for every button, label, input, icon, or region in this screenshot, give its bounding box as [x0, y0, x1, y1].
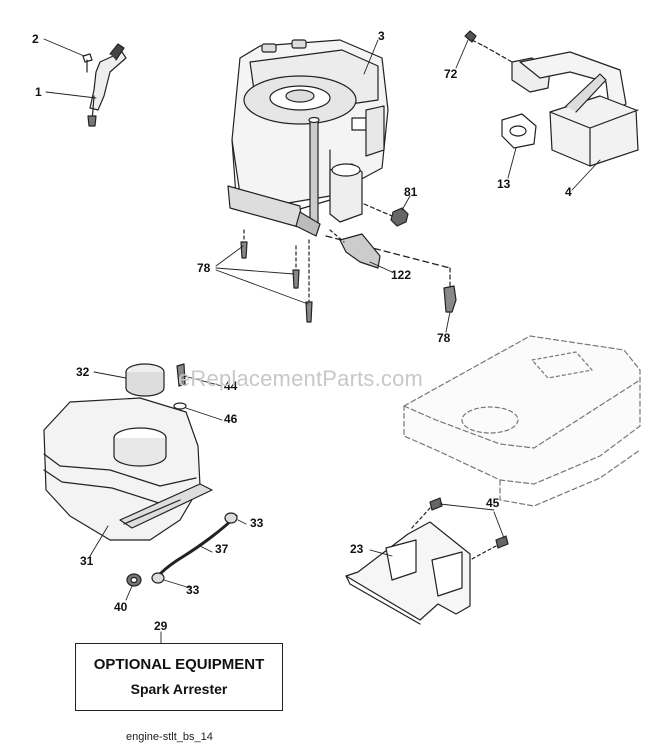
frame [403, 335, 641, 507]
callout-78-right: 78 [437, 331, 451, 345]
optional-equipment-item: Spark Arrester [130, 681, 228, 697]
callout-44: 44 [224, 379, 238, 393]
callout-4: 4 [565, 185, 572, 199]
watermark: eReplacementParts.com [178, 366, 424, 391]
callout-122: 122 [391, 268, 412, 282]
callout-46: 46 [224, 412, 238, 426]
callout-45: 45 [486, 496, 500, 510]
callout-33-bottom: 33 [186, 583, 200, 597]
fuel-tank [43, 363, 213, 541]
callout-1: 1 [35, 85, 42, 99]
leader-lines [43, 38, 601, 644]
callout-37: 37 [215, 542, 229, 556]
fuel-line [126, 512, 238, 587]
callout-13: 13 [497, 177, 511, 191]
callout-32: 32 [76, 365, 90, 379]
engine-fasteners [240, 203, 457, 323]
callout-81: 81 [404, 185, 418, 199]
heat-shield [345, 497, 509, 625]
engine [227, 39, 389, 237]
callout-78-left: 78 [197, 261, 211, 275]
callout-72: 72 [444, 67, 458, 81]
muffler [464, 30, 639, 167]
callout-33-top: 33 [250, 516, 264, 530]
optional-equipment-title: OPTIONAL EQUIPMENT [93, 656, 265, 673]
diagram-caption: engine-stlt_bs_14 [126, 731, 213, 743]
throttle-control [82, 43, 127, 127]
callout-40: 40 [114, 600, 128, 614]
callout-23: 23 [350, 542, 364, 556]
callout-3: 3 [378, 29, 385, 43]
callout-29: 29 [154, 619, 168, 633]
optional-equipment-box: OPTIONAL EQUIPMENT Spark Arrester [75, 643, 283, 711]
callout-2: 2 [32, 32, 39, 46]
callout-31: 31 [80, 554, 94, 568]
